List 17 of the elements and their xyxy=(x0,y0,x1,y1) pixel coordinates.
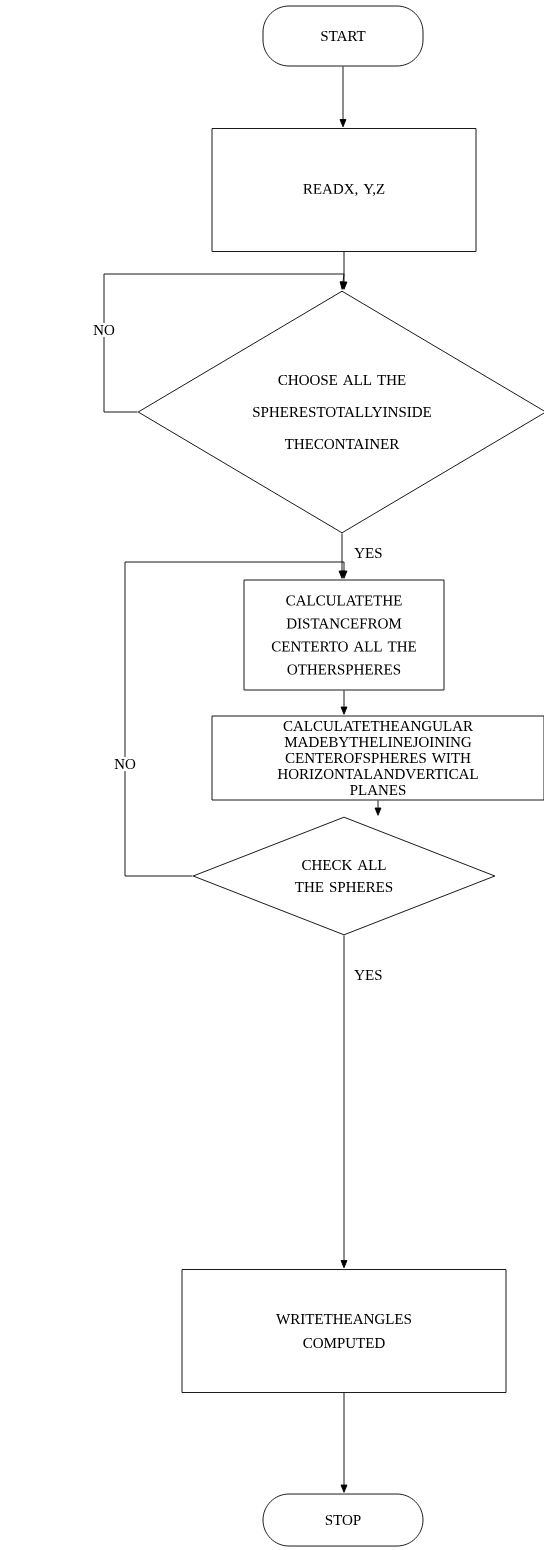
process-box: CALCULATETHE DISTANCEFROM CENTERTO ALL THE OTHERSPHERES xyxy=(243,579,445,691)
arrow xyxy=(374,800,382,816)
arrow xyxy=(103,273,347,413)
arrow xyxy=(124,561,348,877)
arrow xyxy=(340,1392,348,1493)
edge-label: NO xyxy=(91,322,117,338)
process-box: CALCULATETHEANGULAR MADEBYTHELINEJOINING CENTEROFSPHERES WITH HORIZONTALANDVERTICAL PLANES xyxy=(211,715,544,801)
process-box: READX, Y,Z xyxy=(211,128,477,252)
terminal-box: START xyxy=(262,5,424,67)
edge-label: YES xyxy=(352,967,385,983)
terminal-box: STOP xyxy=(262,1493,424,1547)
arrow xyxy=(340,935,348,1269)
arrow xyxy=(339,66,347,128)
arrow xyxy=(340,690,348,715)
edge-label: YES xyxy=(352,545,385,561)
edge-label: NO xyxy=(112,756,138,772)
process-box: WRITETHEANGLES COMPUTED xyxy=(181,1269,507,1393)
